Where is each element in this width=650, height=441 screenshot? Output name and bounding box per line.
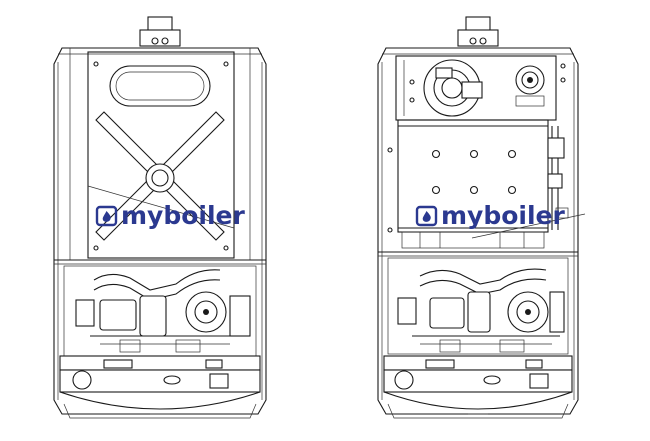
hydraulic-group-right bbox=[387, 257, 569, 355]
control-panel-left bbox=[59, 355, 261, 419]
control-panel-right bbox=[383, 355, 573, 419]
brand-name-right: myboiler bbox=[441, 201, 566, 230]
casing-left bbox=[53, 47, 267, 415]
hydraulic-group-left bbox=[63, 265, 257, 357]
front-panel-left bbox=[87, 51, 235, 259]
boiler-right: myboiler bbox=[377, 16, 586, 419]
brand-name-left: myboiler bbox=[121, 201, 246, 230]
brand-logo-left: myboiler bbox=[95, 201, 246, 230]
fan-assembly bbox=[395, 55, 566, 121]
boiler-left: myboiler bbox=[53, 16, 267, 419]
flue-outlet-left bbox=[139, 16, 181, 47]
brand-logo-right: myboiler bbox=[415, 201, 566, 230]
flue-outlet-right bbox=[457, 16, 499, 47]
heat-exchanger bbox=[387, 119, 586, 249]
casing-right bbox=[377, 47, 579, 415]
